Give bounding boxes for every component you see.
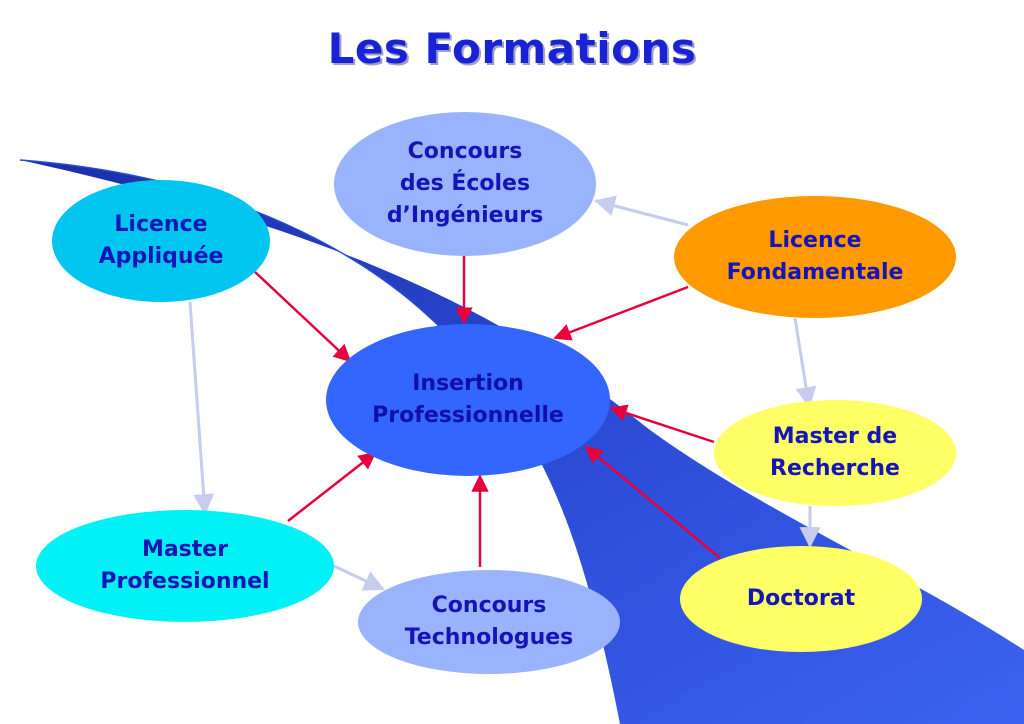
node-label: Licence Fondamentale <box>726 228 904 285</box>
node-master-recherche: Master de Recherche <box>714 400 956 506</box>
node-label: Concours des Écoles d’Ingénieurs <box>386 139 544 228</box>
node-insertion-professionnelle: Insertion Professionnelle <box>326 324 610 476</box>
node-licence-fondamentale: Licence Fondamentale <box>674 196 956 318</box>
node-doctorat: Doctorat <box>680 546 922 652</box>
arrow-doctorat-to-insertion <box>584 445 721 559</box>
node-label: Licence Appliquée <box>98 212 224 269</box>
node-label: Master de Recherche <box>770 424 900 481</box>
arrow-licence-fondamentale-to-insertion <box>553 285 689 341</box>
node-licence-appliquee: Licence Appliquée <box>52 180 270 302</box>
node-concours-technologues: Concours Technologues <box>358 570 620 674</box>
arrow-licence-fondamentale-to-concours-ecoles <box>593 195 689 227</box>
arrow-master-professionnel-to-concours-technologues <box>333 564 385 591</box>
node-label: Doctorat <box>746 586 856 611</box>
node-label: Master Professionnel <box>100 537 270 594</box>
arrow-master-professionnel-to-insertion <box>287 451 377 522</box>
arrow-licence-appliquee-to-insertion <box>254 271 352 363</box>
background-swoosh-line <box>19 159 471 361</box>
arrow-licence-appliquee-to-master-professionnel <box>188 301 215 516</box>
arrow-master-recherche-to-insertion <box>609 404 715 444</box>
arrow-licence-fondamentale-to-master-recherche <box>793 317 817 409</box>
node-label: Insertion Professionnelle <box>372 371 564 428</box>
node-master-professionnel: Master Professionnel <box>36 510 334 622</box>
node-label: Concours Technologues <box>404 593 574 650</box>
node-concours-ecoles-ingenieurs: Concours des Écoles d’Ingénieurs <box>334 112 596 256</box>
page-title: Les Formations <box>327 24 697 73</box>
